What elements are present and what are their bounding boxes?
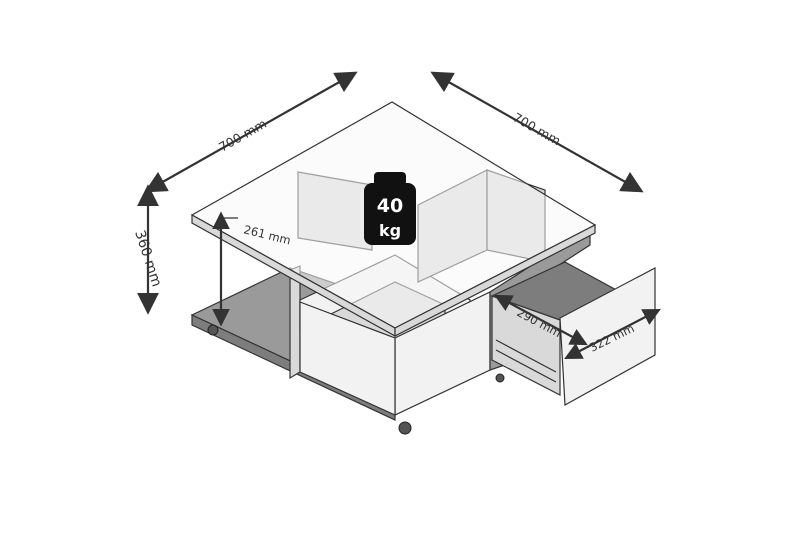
width-right-label: 700 mm	[511, 110, 564, 149]
weight-unit: kg	[379, 221, 401, 240]
weight-icon: 40 kg	[364, 172, 416, 245]
glass-top-edge-right	[394, 224, 596, 337]
drawer-runner-2	[495, 349, 557, 383]
drawer-runner	[495, 339, 557, 373]
caster-right	[495, 373, 505, 383]
weight-icon-handle	[374, 172, 406, 186]
coffee-table	[190, 101, 656, 435]
width-left-label: 700 mm	[216, 116, 269, 155]
drawer-width-arrow	[564, 308, 661, 360]
caster-front	[398, 421, 412, 435]
caster-left	[207, 324, 219, 336]
dimension-arrows	[137, 71, 661, 360]
width-left-arrow	[144, 71, 358, 193]
height-label: 360 mm	[131, 228, 164, 289]
width-right-arrow	[430, 71, 644, 193]
weight-value: 40	[377, 195, 403, 217]
front-left-panel	[299, 301, 396, 416]
weight-icon-body	[364, 183, 416, 245]
